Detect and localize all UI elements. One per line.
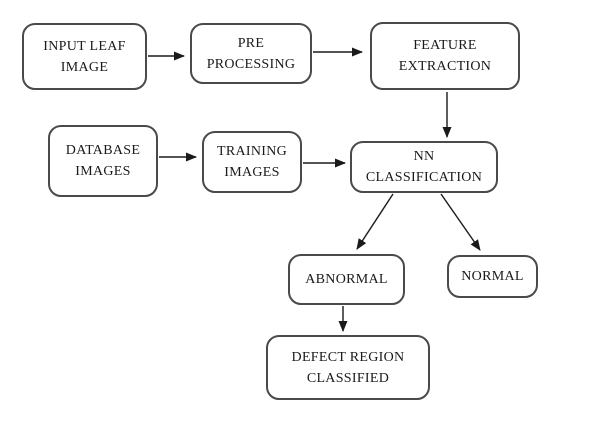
- node-database-images-label-line2: IMAGES: [75, 164, 131, 179]
- node-training-images-label-line1: TRAINING: [216, 144, 288, 159]
- node-feature-extraction: FEATURE EXTRACTION: [370, 22, 520, 90]
- node-pre-processing: PRE PROCESSING: [190, 23, 312, 84]
- node-normal-label: NORMAL: [461, 269, 524, 284]
- arrow-nn-classification-to-abnormal: [356, 193, 394, 250]
- node-defect-region-classified-label-line2: CLASSIFIED: [306, 370, 390, 386]
- node-database-images-label-line1: DATABASE: [65, 143, 141, 158]
- node-input-leaf-image: INPUT LEAF IMAGE: [22, 23, 147, 90]
- node-feature-extraction-label-line1: FEATURE: [413, 38, 477, 53]
- node-pre-processing-label-line2: PROCESSING: [206, 56, 296, 72]
- node-nn-classification: NN CLASSIFICATION: [350, 141, 498, 193]
- node-defect-region-classified: DEFECT REGION CLASSIFIED: [266, 335, 430, 400]
- node-input-leaf-image-label-line1: INPUT LEAF: [43, 38, 126, 54]
- node-normal: NORMAL: [447, 255, 538, 298]
- node-nn-classification-label-line1: NN: [413, 149, 435, 164]
- node-abnormal: ABNORMAL: [288, 254, 405, 305]
- arrow-nn-classification-to-normal: [440, 193, 481, 251]
- node-feature-extraction-label-line2: EXTRACTION: [398, 59, 492, 74]
- node-nn-classification-label-line2: CLASSIFICATION: [365, 170, 483, 185]
- node-pre-processing-label-line1: PRE: [237, 35, 265, 51]
- node-training-images-label-line2: IMAGES: [224, 165, 280, 180]
- node-defect-region-classified-label-line1: DEFECT REGION: [291, 349, 405, 365]
- node-training-images: TRAINING IMAGES: [202, 131, 302, 193]
- node-database-images: DATABASE IMAGES: [48, 125, 158, 197]
- node-abnormal-label: ABNORMAL: [305, 272, 388, 287]
- node-input-leaf-image-label-line2: IMAGE: [60, 59, 109, 75]
